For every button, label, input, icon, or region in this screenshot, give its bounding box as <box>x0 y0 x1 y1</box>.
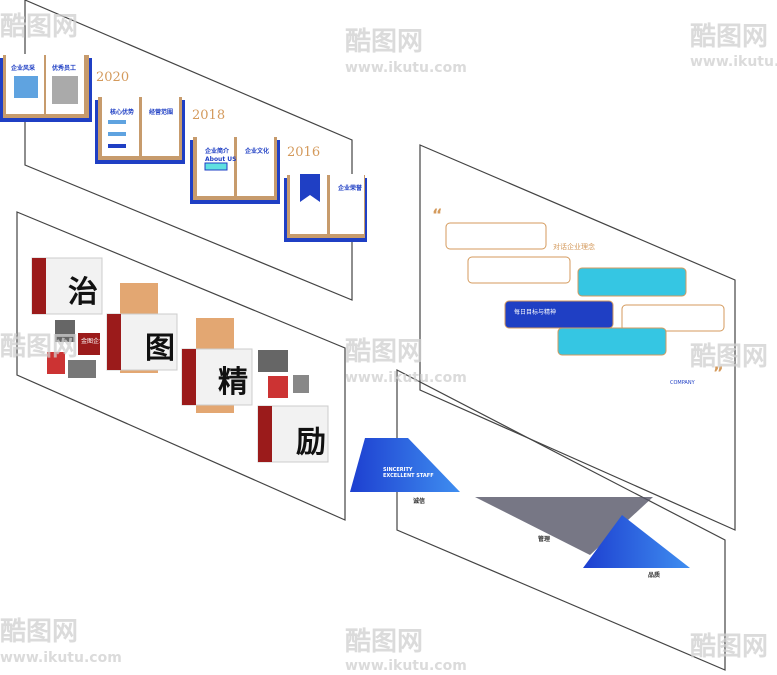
calligraphy-wall-outline <box>16 211 346 521</box>
photo-mosaic <box>475 497 653 555</box>
badge-text: 金图企业 <box>81 337 105 345</box>
dialogue-wall-outline <box>419 144 736 531</box>
quote-open-icon: “ <box>432 205 443 224</box>
svg-text:www.ikutu.com: www.ikutu.com <box>345 60 467 76</box>
svg-text:www.ikutu.com: www.ikutu.com <box>345 370 467 386</box>
book-heading: 企业荣誉 <box>337 184 363 192</box>
book-heading: 优秀员工 <box>52 64 76 72</box>
book-1: 企业风采 优秀员工 <box>0 54 92 122</box>
dialogue-footer: COMPANY <box>670 380 696 386</box>
dialogue-title: 对话企业理念 <box>553 242 595 251</box>
calligraphy-char: 治 <box>68 275 98 310</box>
svg-text:酷图网: 酷图网 <box>0 12 78 42</box>
panel-1: 治 <box>31 257 103 315</box>
panel-3: 精 <box>181 348 253 406</box>
book-heading: 企业风采 <box>10 64 35 72</box>
svg-text:酷图网: 酷图网 <box>690 22 768 52</box>
book-heading: 企业简介 <box>204 147 230 155</box>
calligraphy-char: 励 <box>296 425 326 460</box>
staff-title-1: SINCERITY <box>383 467 413 473</box>
year-label: 2018 <box>192 108 225 123</box>
svg-text:www.ikutu.com: www.ikutu.com <box>0 650 122 666</box>
value-label: 诚信 <box>413 497 425 505</box>
calligraphy-wall: 治 金图企业 图 精 励 <box>31 257 329 463</box>
calligraphy-char: 精 <box>218 365 248 400</box>
svg-text:酷图网: 酷图网 <box>690 632 768 662</box>
panel-2: 图 <box>106 313 178 371</box>
svg-text:酷图网: 酷图网 <box>690 342 768 372</box>
dialogue-wall: “ 对话企业理念 每日目标与精神 ” COMPANY <box>432 205 725 386</box>
value-label: 管理 <box>538 535 550 543</box>
timeline-wall: 企业风采 优秀员工 2020 核心优势 经营范围 2018 企业简介 About… <box>0 54 367 242</box>
svg-text:酷图网: 酷图网 <box>345 27 423 57</box>
svg-text:www.ikutu.com: www.ikutu.com <box>345 658 467 674</box>
panel-4: 励 <box>257 405 329 463</box>
book-subheading: About US <box>205 156 236 163</box>
svg-text:www.ikutu.com: www.ikutu.com <box>690 54 777 70</box>
book-2: 核心优势 经营范围 <box>95 96 185 164</box>
year-label: 2020 <box>96 70 129 85</box>
svg-text:酷图网: 酷图网 <box>345 337 423 367</box>
svg-text:酷图网: 酷图网 <box>0 332 78 362</box>
book-heading: 核心优势 <box>110 108 134 116</box>
bookmark-icon <box>300 174 320 202</box>
book-heading: 经营范围 <box>149 108 173 116</box>
bubble-title: 每日目标与精神 <box>514 308 556 316</box>
quote-close-icon: ” <box>713 363 724 382</box>
year-label: 2016 <box>287 145 320 160</box>
book-heading: 企业文化 <box>244 147 269 155</box>
calligraphy-char: 图 <box>145 331 175 366</box>
staff-wall: SINCERITY EXCELLENT STAFF 诚信 管理 品质 <box>350 438 690 579</box>
value-label: 品质 <box>648 571 660 579</box>
svg-text:酷图网: 酷图网 <box>345 627 423 657</box>
book-4: 企业荣誉 <box>284 174 367 242</box>
svg-text:酷图网: 酷图网 <box>0 617 78 647</box>
book-3: 企业简介 About US 企业文化 <box>190 136 280 204</box>
staff-title-2: EXCELLENT STAFF <box>383 473 434 479</box>
